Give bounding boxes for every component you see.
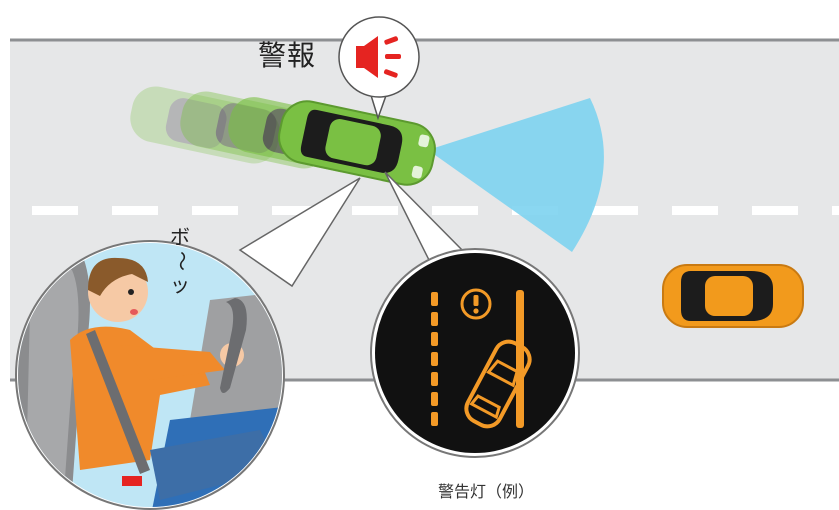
exclamation-circle-icon — [460, 288, 492, 320]
alarm-bubble — [338, 16, 420, 121]
alarm-label: 警報 — [258, 39, 317, 72]
sensor-beam — [428, 98, 604, 252]
warning-light-caption: 警告灯（例） — [438, 482, 535, 501]
driver-mumble-1: ボ — [170, 225, 190, 249]
driver-mumble-2: 〜 — [170, 251, 194, 271]
warning-panel — [370, 248, 580, 458]
other-car — [662, 264, 804, 328]
speaker-alert-icon — [356, 36, 401, 78]
own-car — [278, 100, 436, 186]
lane-departure-indicator — [431, 290, 532, 429]
driver-callout — [238, 177, 361, 288]
lane-center-line — [32, 206, 839, 215]
driver-view — [15, 240, 285, 510]
driver-mumble-3: ッ — [170, 273, 190, 297]
